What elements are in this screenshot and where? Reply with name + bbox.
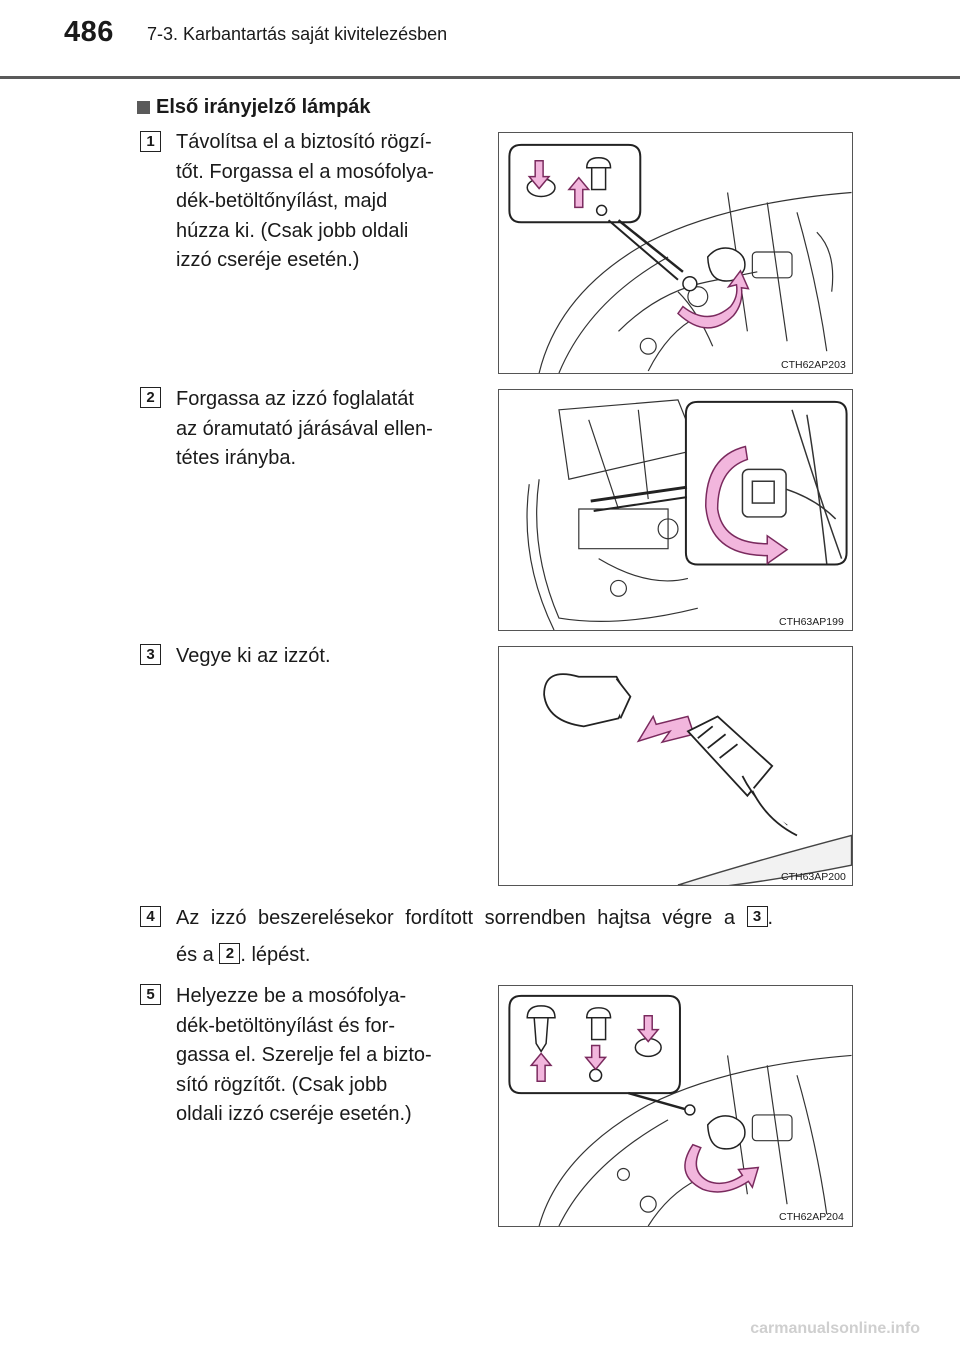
step-4-number: 4 — [140, 906, 161, 927]
engine-bay-reinstall-illustration — [508, 994, 852, 1226]
step-1-line: húzza ki. (Csak jobb oldali — [176, 219, 409, 242]
headlamp-socket-illustration — [526, 399, 848, 630]
step-1-figure — [498, 132, 853, 374]
step-ref-2[interactable]: 2 — [219, 943, 241, 965]
header-rule — [0, 76, 960, 79]
step-5-figure — [498, 985, 853, 1227]
section-bullet-icon — [137, 101, 150, 114]
step-4-punct: . — [767, 907, 774, 929]
step-4-text: Az izzó beszerelésekor fordított sorrend… — [176, 907, 735, 929]
step-4-line-1: Az izzó beszerelésekor fordított sorrend… — [176, 904, 773, 934]
step-3-line: Vegye ki az izzót. — [176, 645, 331, 667]
step-5-line: dék-betöltönyílást és for- — [176, 1014, 395, 1037]
step-5-text: Helyezze be a mosófolya- dék-betöltönyíl… — [176, 982, 432, 1130]
step-2-line: tétes irányba. — [176, 447, 297, 469]
step-4-text-2: és a — [176, 944, 214, 966]
step-2-figure-code: CTH63AP199 — [779, 616, 844, 628]
engine-bay-illustration — [508, 143, 852, 373]
step-5-figure-code: CTH62AP204 — [779, 1211, 844, 1223]
step-1-line: Távolítsa el a biztosító rögzí- — [176, 131, 432, 153]
step-1-text: Távolítsa el a biztosító rögzí- tőt. For… — [176, 128, 434, 276]
page-number: 486 — [64, 16, 114, 48]
section-title: Első irányjelző lámpák — [137, 96, 371, 119]
bulb-removal-illustration — [543, 673, 852, 885]
step-5-number: 5 — [140, 984, 161, 1005]
section-title-text: Első irányjelző lámpák — [156, 96, 371, 118]
step-3-figure-code: CTH63AP200 — [781, 871, 846, 883]
step-1-line: dék-betöltőnyílást, majd — [176, 190, 388, 212]
step-1-number: 1 — [140, 131, 161, 152]
step-5-line: gassa el. Szerelje fel a bizto- — [176, 1044, 432, 1066]
chapter-title: 7-3. Karbantartás saját kivitelezésben — [147, 24, 448, 44]
step-3-figure — [498, 646, 853, 886]
step-3-number: 3 — [140, 644, 161, 665]
step-2-line: az óramutató járásával ellen- — [176, 417, 433, 440]
step-3-text: Vegye ki az izzót. — [176, 642, 331, 672]
step-2-figure — [498, 389, 853, 631]
step-2-line: Forgassa az izzó foglalatát — [176, 388, 414, 410]
watermark: carmanualsonline.info — [750, 1320, 920, 1337]
step-5-line: oldali izzó cseréje esetén.) — [176, 1103, 412, 1125]
step-5-line: sító rögzítőt. (Csak jobb — [176, 1073, 388, 1096]
step-ref-3[interactable]: 3 — [746, 906, 768, 928]
step-5-line: Helyezze be a mosófolya- — [176, 985, 407, 1007]
step-4-text-3: . lépést. — [240, 944, 311, 966]
step-2-number: 2 — [140, 387, 161, 408]
step-4-line-2: és a 2. lépést. — [176, 941, 310, 971]
step-1-line: tőt. Forgassa el a mosófolya- — [176, 160, 434, 183]
step-1-line: izzó cseréje esetén.) — [176, 249, 360, 271]
step-2-text: Forgassa az izzó foglalatát az óramutató… — [176, 385, 433, 474]
step-1-figure-code: CTH62AP203 — [781, 359, 846, 371]
